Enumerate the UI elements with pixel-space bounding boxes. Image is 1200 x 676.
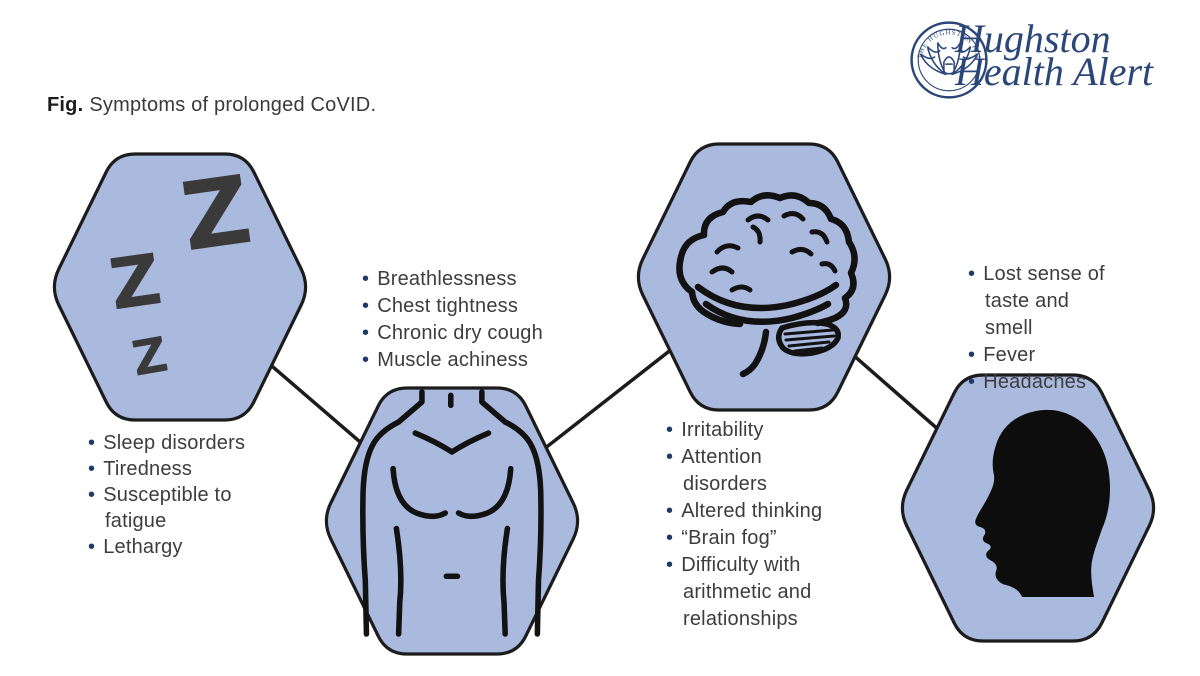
logo-line1: Hughston bbox=[955, 16, 1111, 61]
symptom-item: Altered thinking bbox=[666, 498, 850, 525]
brain-icon bbox=[676, 192, 858, 378]
sleep-symptom-list: Sleep disorders Tiredness Susceptible to… bbox=[88, 430, 263, 560]
symptom-item: Susceptible to fatigue bbox=[88, 482, 263, 534]
logo-wordmark: Hughston Health Alert bbox=[955, 16, 1154, 94]
hexagon-brain bbox=[636, 142, 892, 412]
symptom-item: Chronic dry cough bbox=[362, 320, 588, 347]
figure-caption-text: Symptoms of prolonged CoVID. bbox=[89, 94, 377, 116]
symptom-item: Breathlessness bbox=[362, 266, 588, 293]
connector-lines bbox=[178, 275, 1030, 523]
symptom-item: Difficulty with arithmetic and relations… bbox=[666, 552, 850, 633]
symptom-item: Tiredness bbox=[88, 456, 263, 482]
hexagon-shape bbox=[324, 386, 580, 656]
hughston-logo: THE HUGHSTON FOUNDATION Hughston Health … bbox=[898, 12, 1198, 112]
chest-symptom-list: Breathlessness Chest tightness Chronic d… bbox=[362, 266, 588, 374]
symptom-item: Headaches bbox=[968, 369, 1118, 396]
torso-icon bbox=[360, 389, 544, 637]
hexagon-shape bbox=[52, 152, 308, 422]
hughston-foundation-seal-icon: THE HUGHSTON FOUNDATION bbox=[908, 19, 988, 99]
symptom-item: Muscle achiness bbox=[362, 347, 588, 374]
symptom-item: Lost sense of taste and smell bbox=[968, 261, 1118, 342]
sleep-zzz-icon: Z Z Z bbox=[105, 156, 258, 388]
hexagon-head bbox=[900, 373, 1156, 643]
symptom-item: Attention disorders bbox=[666, 444, 850, 498]
brain-symptom-list: Irritability Attention disorders Altered… bbox=[666, 417, 850, 633]
symptom-item: Fever bbox=[968, 342, 1118, 369]
hexagon-sleep: Z Z Z bbox=[52, 152, 308, 422]
symptom-item: Lethargy bbox=[88, 534, 263, 560]
svg-text:Z: Z bbox=[175, 156, 258, 273]
symptom-item: Irritability bbox=[666, 417, 850, 444]
head-symptom-list: Lost sense of taste and smell Fever Head… bbox=[968, 261, 1118, 396]
head-silhouette-icon bbox=[975, 409, 1110, 597]
symptom-item: Sleep disorders bbox=[88, 430, 263, 456]
logo-line2: Health Alert bbox=[955, 49, 1154, 94]
seal-wings-icon bbox=[919, 42, 979, 76]
svg-text:Z: Z bbox=[105, 238, 167, 326]
figure-caption: Fig.Symptoms of prolonged CoVID. bbox=[47, 94, 376, 117]
hexagon-chest bbox=[324, 386, 580, 656]
symptom-item: “Brain fog” bbox=[666, 525, 850, 552]
figure-caption-prefix: Fig. bbox=[47, 94, 84, 116]
symptom-item: Chest tightness bbox=[362, 293, 588, 320]
